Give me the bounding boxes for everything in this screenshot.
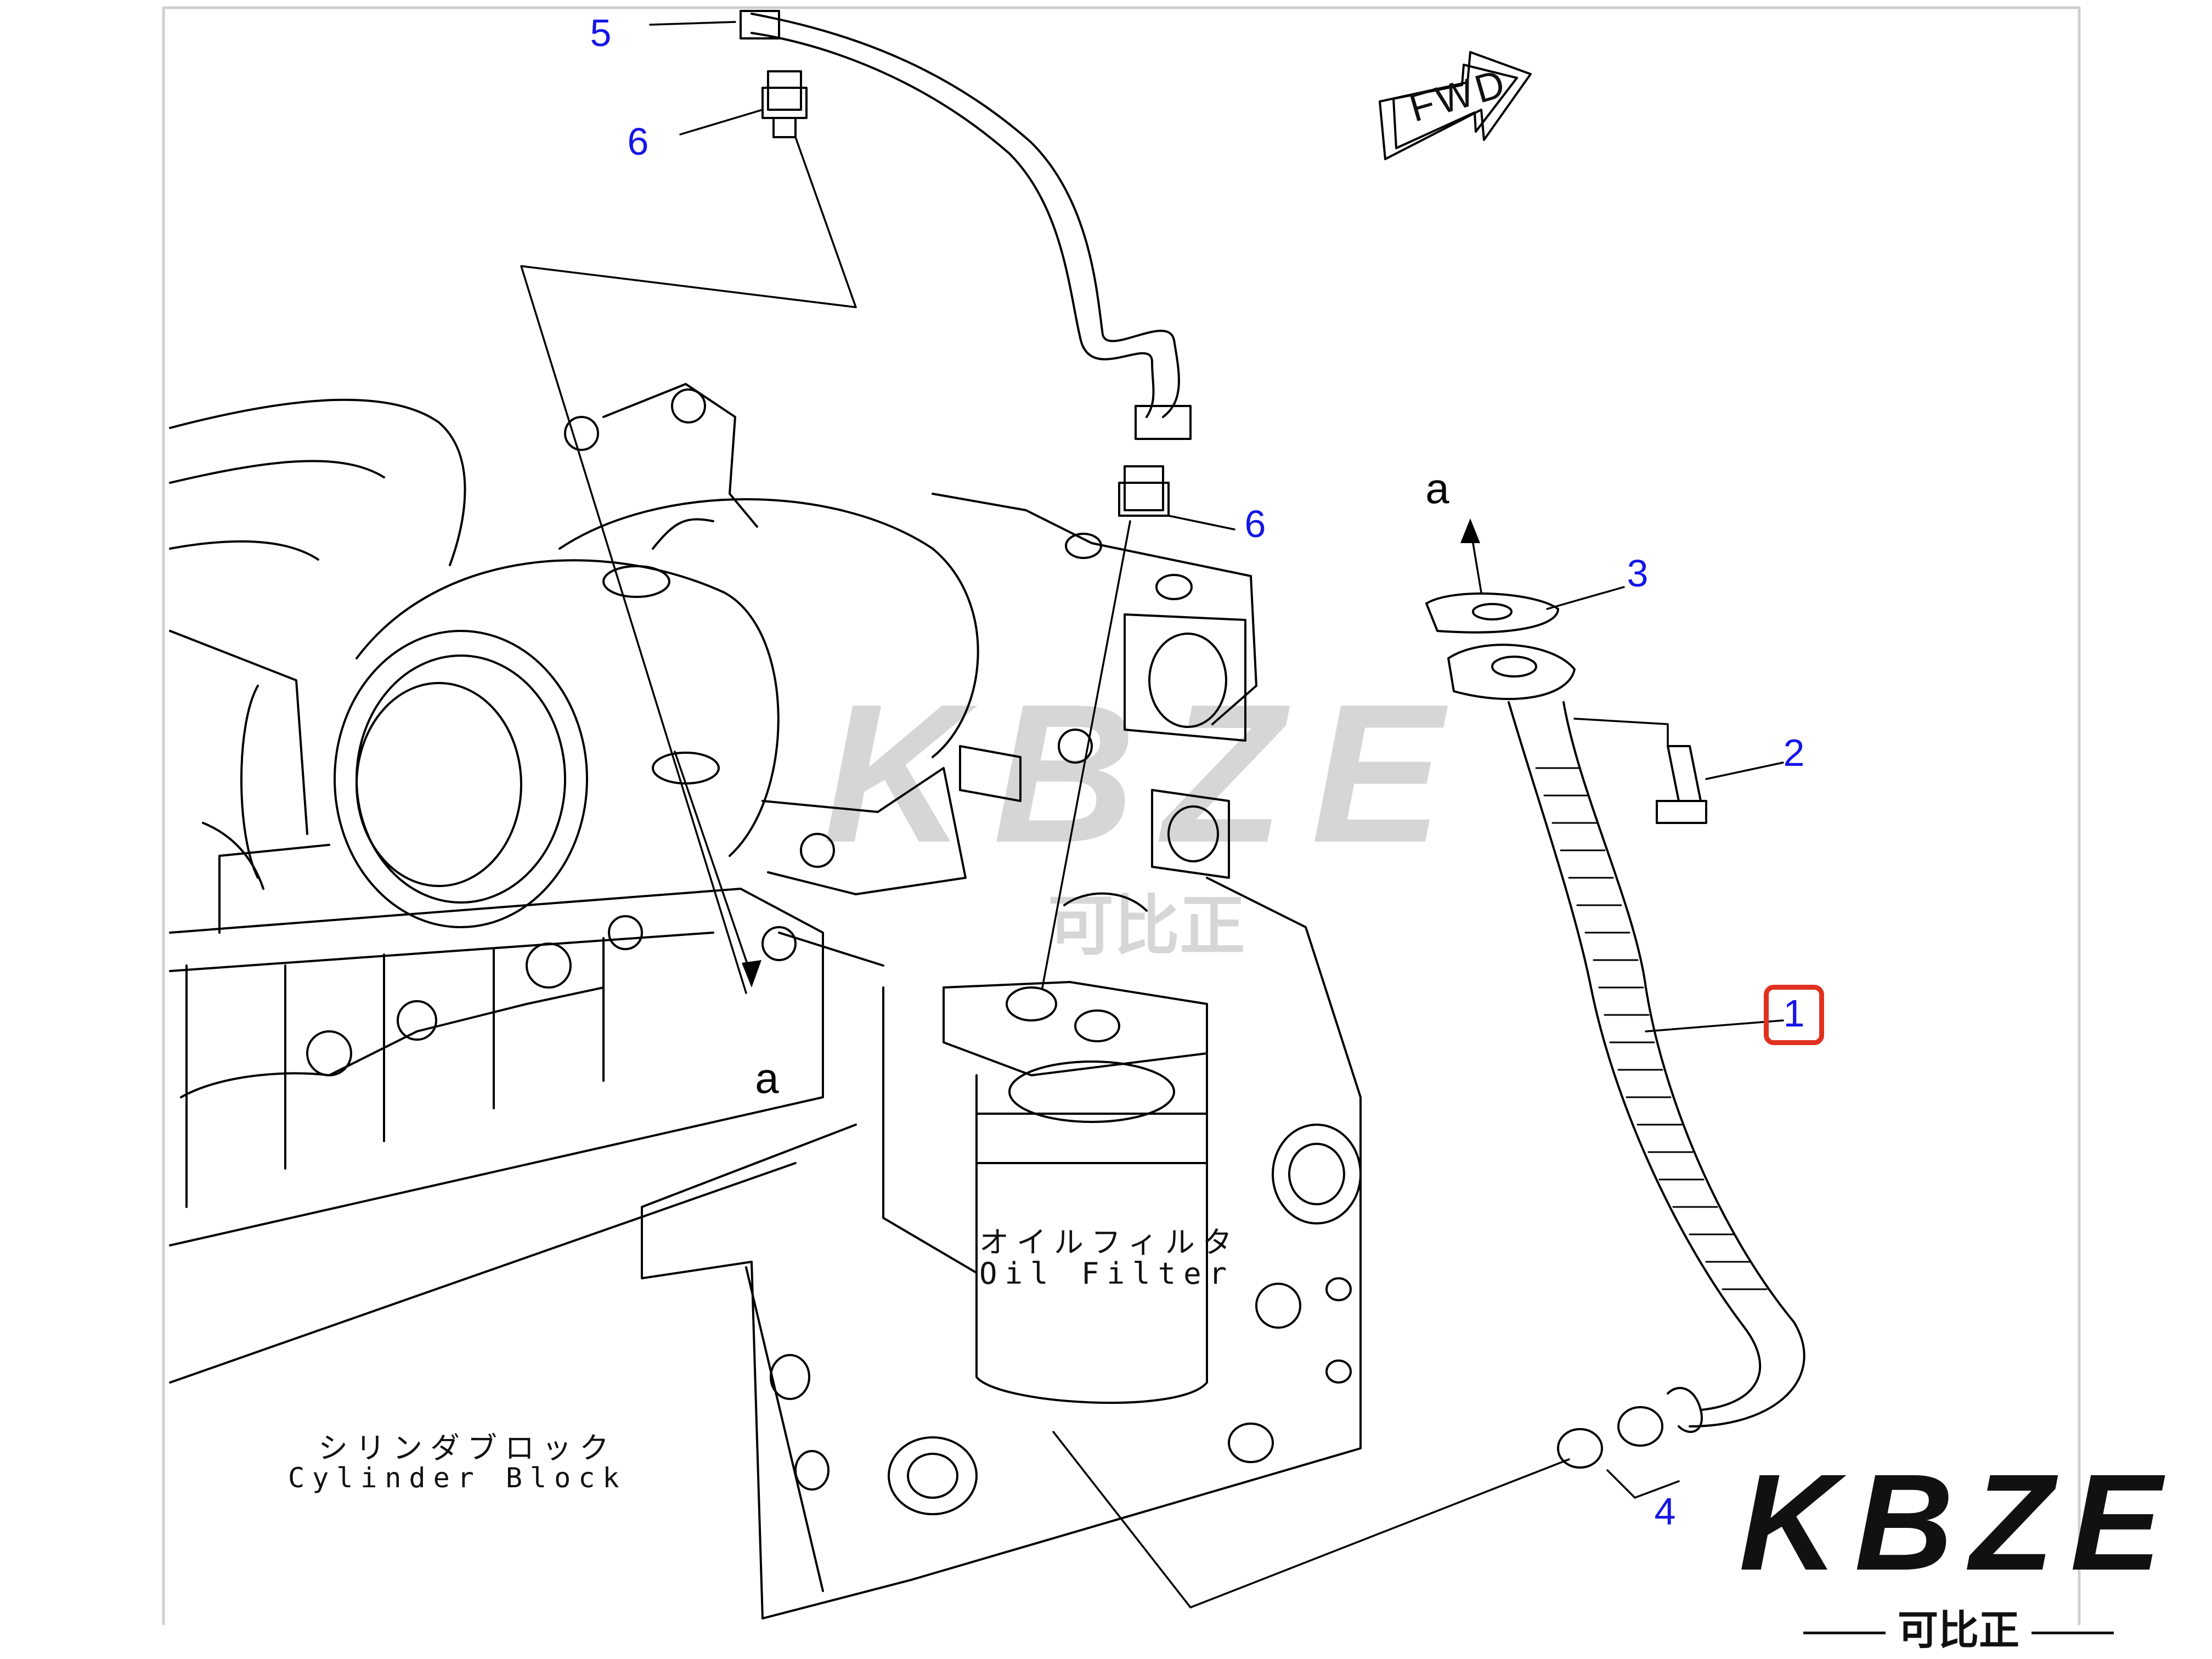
watermark-subtext: 可比正 xyxy=(1048,888,1245,964)
cylinder-block xyxy=(169,822,824,1384)
fwd-arrow xyxy=(1379,51,1532,160)
clamp-4 xyxy=(1557,1406,1663,1469)
oil-filter-label-en: Oil Filter xyxy=(979,1256,1235,1291)
logo-text: KBZE xyxy=(1739,1446,2179,1599)
fitting-6-top xyxy=(761,70,808,138)
label-2: 2 xyxy=(1783,731,1805,774)
pipe-1 xyxy=(1447,644,1805,1433)
cylinder-block-label-en: Cylinder Block xyxy=(288,1462,627,1494)
leader-lines xyxy=(520,21,1784,1609)
label-a-top: a xyxy=(1425,464,1449,512)
cylinder-block-label-jp: シリンダブロック xyxy=(318,1431,617,1465)
label-a-left: a xyxy=(755,1054,779,1102)
arrowheads xyxy=(742,518,1480,988)
label-3: 3 xyxy=(1627,552,1649,595)
label-6-mid: 6 xyxy=(1244,503,1266,545)
logo-subtext: 可比正 xyxy=(1898,1607,2019,1654)
watermark-text: KBZE xyxy=(823,663,1470,884)
gasket-3 xyxy=(1425,592,1559,634)
oil-filter-label-jp: オイルフィルタ xyxy=(979,1225,1240,1260)
highlight-box-1 xyxy=(1764,985,1824,1045)
hose-5 xyxy=(740,10,1192,440)
oil-filter-assembly xyxy=(641,877,1362,1620)
label-1: 1 xyxy=(1783,992,1805,1035)
label-5: 5 xyxy=(590,12,612,54)
page-frame xyxy=(162,6,2081,1626)
logo-subtext-row: 可比正 xyxy=(1712,1598,2205,1656)
pipe-1-corrugation xyxy=(1535,767,1768,1290)
fitting-6-mid xyxy=(1118,465,1170,517)
watermark: KBZE 可比正 xyxy=(735,663,1558,964)
label-6-top: 6 xyxy=(627,120,649,163)
kbze-logo: KBZE 可比正 xyxy=(1712,1446,2205,1655)
bolt-2 xyxy=(1656,745,1707,824)
label-4: 4 xyxy=(1654,1490,1676,1533)
